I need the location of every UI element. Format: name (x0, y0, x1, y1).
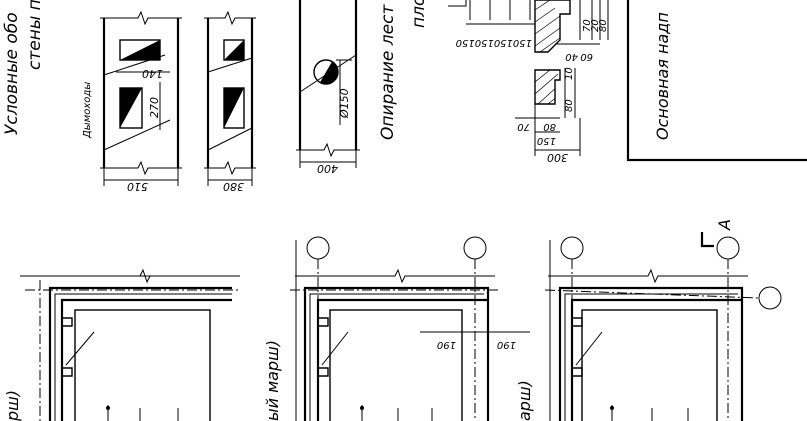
conventions-title-line2: стены п (25, 0, 45, 70)
wall-510-detail: 510 140 270 Дымоходы (82, 10, 182, 193)
dim-80-a: 80 (598, 19, 609, 32)
dim-70-a: 70 (582, 19, 593, 32)
dim-10: 10 (564, 67, 575, 80)
dim-150: 150 (537, 135, 556, 146)
title-block-label: Основная надп (653, 12, 672, 140)
dim-diam-150: Ø150 (338, 88, 351, 119)
dim-190-b: 190 (497, 339, 516, 350)
dim-140: 140 (142, 67, 163, 80)
stair-support-title: Опирание лест пло (378, 0, 429, 140)
dim-60: 60 (580, 51, 593, 62)
stair-plan-2: 190 190 ый марш) (263, 236, 530, 421)
chimney-label: Дымоходы (82, 82, 93, 139)
section-marker: А (715, 219, 734, 231)
conventions-title: Условные обо стены п (2, 0, 45, 135)
dim-80-c: 80 (543, 121, 556, 132)
conventions-title-line1: Условные обо (2, 12, 22, 135)
title-block: Основная надп (626, 0, 807, 162)
partial-label-right: арш) (515, 380, 534, 421)
dim-40: 40 (565, 51, 578, 62)
stair-support-section: 150150150150 40 60 20 80 70 (448, 0, 609, 164)
partial-label-left: рш) (3, 390, 22, 421)
dim-400: 400 (317, 162, 338, 175)
stair-support-label-2: пло (409, 0, 429, 28)
stair-support-label: Опирание лест (378, 4, 398, 140)
dim-20: 20 (590, 19, 601, 32)
dim-80-b: 80 (564, 99, 575, 112)
dim-300: 300 (547, 151, 568, 164)
partial-label-mid: ый марш) (263, 340, 282, 421)
dim-150-series: 150150150150 (456, 37, 532, 48)
dim-190-a: 190 (437, 339, 456, 350)
wall-400-detail: Ø150 400 (296, 0, 360, 175)
dim-380: 380 (223, 180, 244, 193)
stair-plan-1: рш) (3, 268, 240, 421)
wall-380-detail: 380 (204, 10, 256, 193)
dim-270: 270 (148, 97, 161, 118)
dim-510: 510 (127, 180, 148, 193)
dim-70-b: 70 (517, 121, 530, 132)
stair-plan-3: А арш) (515, 219, 782, 421)
